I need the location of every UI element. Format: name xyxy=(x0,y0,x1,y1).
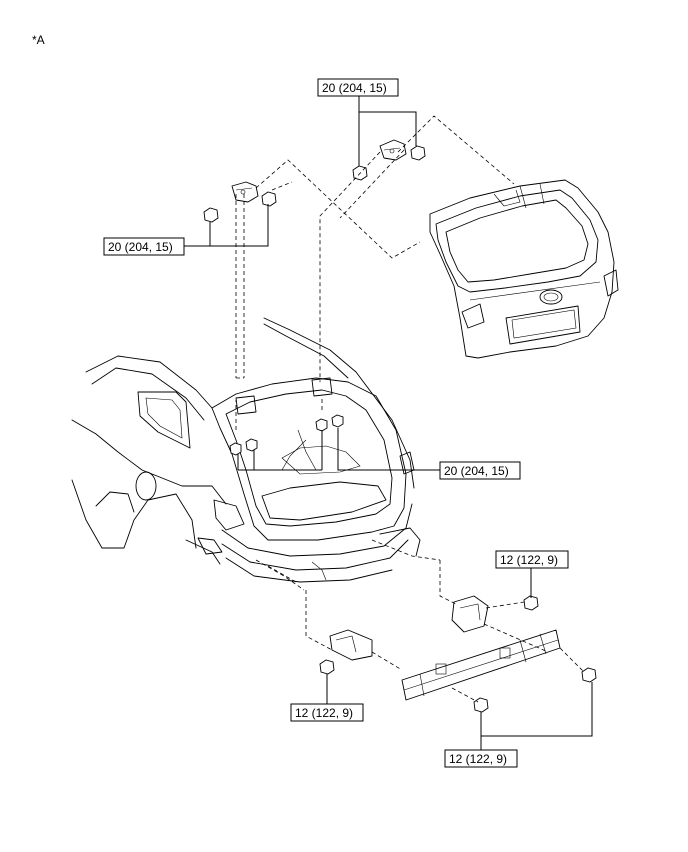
torque-label-hinge-upper-right: 20 (204, 15) xyxy=(317,78,399,97)
bumper-bracket-left xyxy=(329,629,373,661)
svg-text:20 (204, 15): 20 (204, 15) xyxy=(108,240,173,254)
back-door-hinge-left xyxy=(231,181,259,203)
bumper-bracket-right xyxy=(451,595,489,633)
svg-text:12 (122, 9): 12 (122, 9) xyxy=(449,752,507,766)
torque-label-bracket-right-bolt: 12 (122, 9) xyxy=(495,550,569,569)
torque-label-reinforcement-bolts: 12 (122, 9) xyxy=(444,749,518,768)
svg-text:12 (122, 9): 12 (122, 9) xyxy=(500,553,558,567)
svg-text:20 (204, 15): 20 (204, 15) xyxy=(444,464,509,478)
torque-label-bracket-left-bolt: 12 (122, 9) xyxy=(290,703,364,722)
torque-label-hinge-body-nuts: 20 (204, 15) xyxy=(439,461,521,480)
vehicle-body xyxy=(71,317,421,583)
hinge-bolts xyxy=(203,145,597,713)
bumper-reinforcement xyxy=(401,629,561,701)
leader-lines xyxy=(184,96,593,750)
torque-label-hinge-upper-left: 20 (204, 15) xyxy=(103,237,185,256)
svg-text:12 (122, 9): 12 (122, 9) xyxy=(295,706,353,720)
alignment-lines xyxy=(235,115,585,703)
view-marker: *A xyxy=(32,33,45,47)
back-door xyxy=(429,179,619,359)
svg-text:20 (204, 15): 20 (204, 15) xyxy=(322,81,387,95)
back-door-hinge-right xyxy=(379,139,407,161)
